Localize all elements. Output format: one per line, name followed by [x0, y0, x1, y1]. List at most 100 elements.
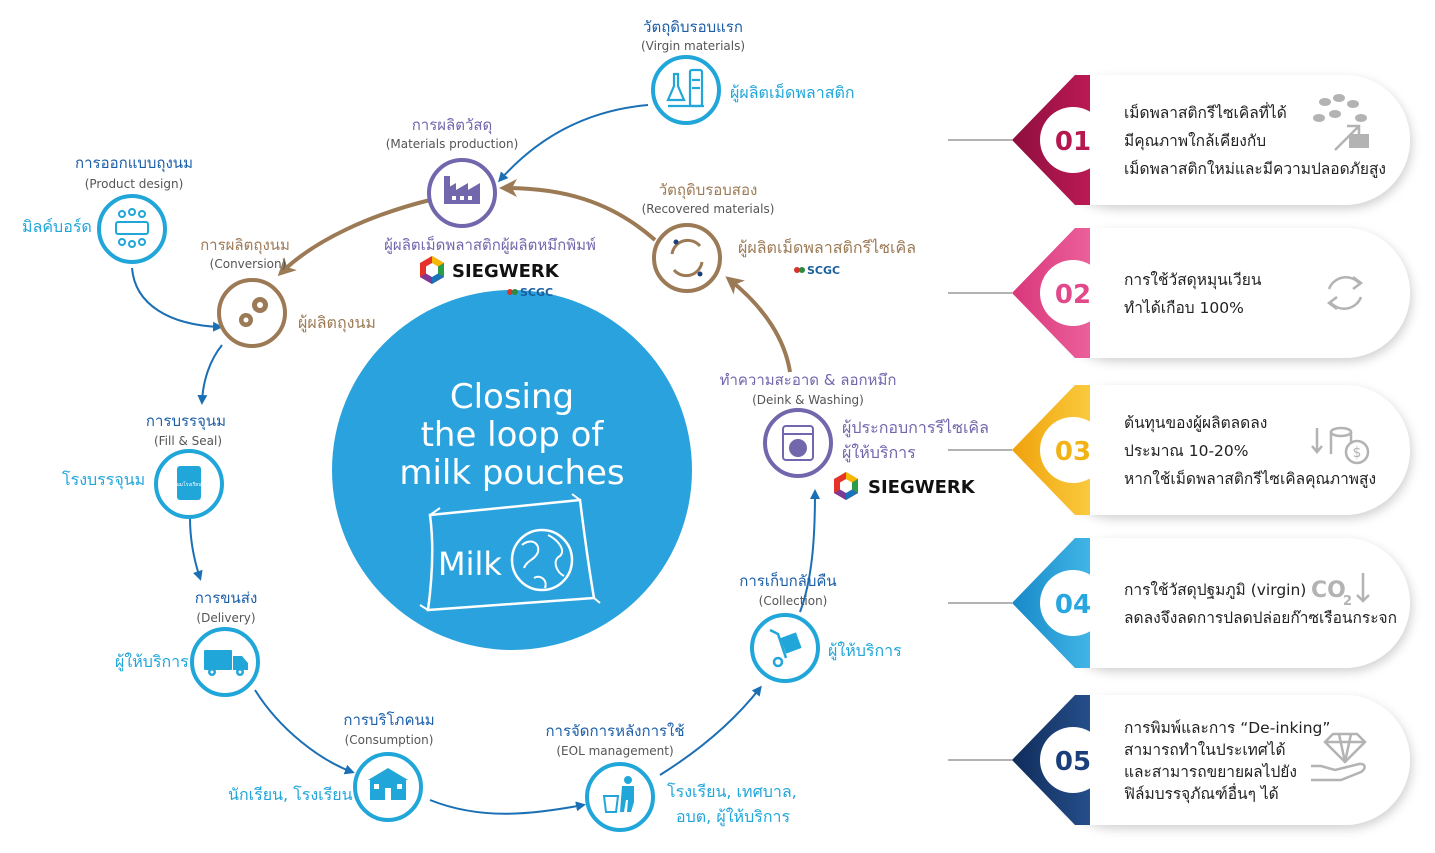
- node-actor-line-1: โรงเรียน, เทศบาล,: [667, 782, 797, 801]
- node-actor: โรงบรรจุนม: [62, 470, 145, 490]
- arrow-collection-to-deink: [799, 489, 820, 613]
- benefit-number-disc: [1040, 417, 1106, 483]
- siegwerk-logo: SIEGWERK: [420, 256, 560, 284]
- node-subtitle: (Recovered materials): [642, 202, 775, 216]
- benefit-item-04: 04 การใช้วัสดุปฐมภูมิ (virgin) ลดลงจึงลดกา…: [948, 538, 1410, 668]
- arrow-conversion-to-fill: [197, 344, 223, 405]
- node-product-design: การออกแบบถุงนม (Product design) มิลค์บอร…: [22, 154, 193, 264]
- milk-pouch-icon: Milk: [419, 493, 601, 612]
- hand-truck-icon: [769, 628, 802, 668]
- meeting-icon: [115, 208, 149, 248]
- refresh-icon: [670, 238, 704, 278]
- node-actor: ผู้ผลิตถุงนม: [298, 313, 376, 333]
- benefit-card: [1048, 75, 1410, 205]
- benefit-text-line: เม็ดพลาสติกใหม่และมีความปลอดภัยสูง: [1124, 159, 1386, 179]
- siegwerk-logo: SIEGWERK: [834, 472, 976, 500]
- recycle-icon: [1326, 276, 1364, 310]
- benefit-text-line: ลดลงจึงลดการปลดปล่อยก๊าซเรือนกระจก: [1124, 609, 1397, 627]
- node-subtitle: (Materials production): [386, 137, 519, 151]
- svg-text:SIEGWERK: SIEGWERK: [868, 477, 976, 498]
- node-title: การเก็บกลับคืน: [739, 571, 836, 590]
- arrow-virgin-to-materials: [498, 104, 649, 183]
- node-subtitle: (Conversion): [210, 257, 287, 271]
- benefit-number-disc: [1040, 570, 1106, 636]
- node-actor-line-2: อบต, ผู้ให้บริการ: [676, 807, 790, 827]
- benefit-text-line: การใช้วัสดุปฐมภูมิ (virgin): [1124, 581, 1306, 600]
- benefit-card: [1048, 228, 1410, 358]
- arrow-consumption-to-eol: [429, 799, 586, 815]
- benefit-text-line: ฟิล์มบรรจุภัณฑ์อื่นๆ ได้: [1124, 783, 1279, 804]
- scgc-logo: SCGC: [507, 286, 553, 299]
- trash-person-icon: [602, 776, 634, 813]
- svg-text:SCGC: SCGC: [520, 286, 553, 299]
- chemical-flask-icon: [666, 68, 704, 108]
- node-subtitle: (Deink & Washing): [752, 393, 864, 407]
- pouch-label: Milk: [438, 545, 502, 583]
- node-deink-washing: ทำความสะอาด & ลอกหมึก (Deink & Washing) …: [720, 371, 989, 500]
- truck-icon: [204, 650, 248, 676]
- globe-icon: [510, 528, 574, 592]
- cycle-arrows: [131, 104, 820, 815]
- node-subtitle: (Fill & Seal): [154, 434, 222, 448]
- node-collection: การเก็บกลับคืน (Collection) ผู้ให้บริการ: [739, 571, 902, 683]
- gears-icon: [239, 297, 268, 327]
- node-actor-line-1: ผู้ประกอบการรีไซเคิล: [842, 418, 989, 438]
- center-title-line-1: Closing: [450, 377, 574, 417]
- node-subtitle: (Collection): [759, 594, 828, 608]
- center-title-line-2: the loop of: [421, 415, 605, 455]
- node-fill-seal: การบรรจุนม (Fill & Seal) นมโรงเรียน โรงบ…: [62, 412, 226, 519]
- node-actor: ผู้ผลิตเม็ดพลาสติกรีไซเคิล: [738, 237, 916, 258]
- co2-down-icon: CO2: [1311, 573, 1370, 609]
- benefit-number-disc: [1040, 107, 1106, 173]
- node-title: การจัดการหลังการใช้: [545, 722, 684, 740]
- benefit-text-line: สามารถทำในประเทศได้: [1124, 741, 1286, 759]
- benefit-number: 03: [1055, 437, 1091, 467]
- arrow-design-to-conversion: [131, 267, 223, 332]
- node-eol-management: การจัดการหลังการใช้ (EOL management) โรง…: [545, 722, 797, 832]
- center-circle: Closing the loop of milk pouches Milk: [332, 290, 692, 650]
- node-actor-line-2: ผู้ให้บริการ: [842, 443, 916, 463]
- benefit-number-disc: [1040, 260, 1106, 326]
- svg-text:$: $: [1353, 445, 1362, 461]
- node-actor: มิลค์บอร์ด: [22, 217, 92, 236]
- node-subtitle: (Consumption): [345, 733, 434, 747]
- node-consumption: การบริโภคนม (Consumption) นักเรียน, โรงเ…: [228, 711, 435, 822]
- benefit-text-line: เม็ดพลาสติกรีไซเคิลที่ได้: [1124, 102, 1287, 122]
- node-subtitle: (Product design): [85, 177, 184, 191]
- benefits-panel: 01เม็ดพลาสติกรีไซเคิลที่ได้มีคุณภาพใกล้เ…: [948, 75, 1410, 825]
- node-actor: ผู้ให้บริการ: [828, 641, 902, 661]
- benefit-number: 04: [1055, 590, 1091, 620]
- diamond-hand-icon: [1311, 732, 1367, 782]
- node-title: การออกแบบถุงนม: [75, 154, 193, 173]
- benefit-card: [1048, 385, 1410, 515]
- node-title: การผลิตถุงนม: [200, 236, 290, 255]
- scgc-logo: SCGC: [794, 264, 840, 277]
- benefit-card: [1048, 695, 1410, 825]
- node-title: วัตถุดิบรอบสอง: [659, 181, 758, 200]
- node-subtitle: (EOL management): [556, 744, 673, 758]
- milk-pack-icon: นมโรงเรียน: [176, 466, 202, 500]
- benefit-number: 01: [1055, 127, 1091, 157]
- arrow-fill-to-delivery: [189, 517, 203, 581]
- arrow-materials-to-conversion: [277, 198, 431, 277]
- node-recovered-materials: วัตถุดิบรอบสอง (Recovered materials) ผู้…: [642, 181, 916, 293]
- arrow-deink-to-recovered: [725, 276, 792, 373]
- benefit-number-disc: [1040, 727, 1106, 793]
- node-materials-production: การผลิตวัสดุ (Materials production) ผู้ผ…: [384, 116, 596, 299]
- benefit-text-line: และสามารถขยายผลไปยัง: [1124, 763, 1297, 781]
- washing-machine-icon: [782, 425, 814, 461]
- node-title: วัตถุดิบรอบแรก: [643, 18, 743, 37]
- node-title: การขนส่ง: [195, 589, 258, 607]
- node-subtitle: (Virgin materials): [641, 39, 745, 53]
- pellets-up-icon: [1313, 94, 1369, 151]
- node-delivery: การขนส่ง (Delivery) ผู้ให้บริการ: [115, 589, 260, 697]
- benefit-number: 02: [1055, 280, 1091, 310]
- svg-text:CO: CO: [1311, 578, 1346, 603]
- node-conversion: การผลิตถุงนม (Conversion) ผู้ผลิตถุงนม: [200, 236, 376, 348]
- node-virgin-materials: วัตถุดิบรอบแรก (Virgin materials) ผู้ผลิ…: [641, 18, 855, 125]
- benefit-text-line: หากใช้เม็ดพลาสติกรีไซเคิลคุณภาพสูง: [1124, 469, 1376, 489]
- arrow-delivery-to-consumption: [254, 689, 355, 775]
